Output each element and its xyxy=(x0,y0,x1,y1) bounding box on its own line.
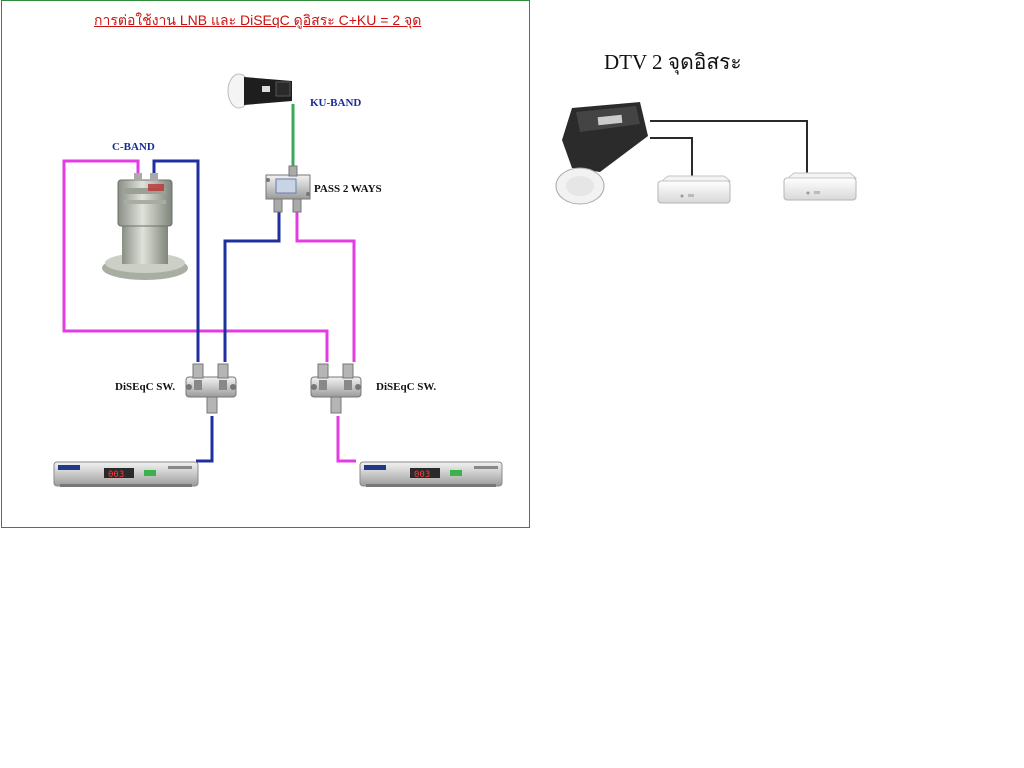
diagram-frame xyxy=(1,0,530,528)
ku-band-label: KU-BAND xyxy=(310,97,362,109)
set-top-box-icon xyxy=(657,175,732,204)
splitter-icon xyxy=(265,165,311,213)
wire-split-magenta xyxy=(295,212,356,362)
dtv-lnb-icon xyxy=(555,102,648,205)
diagram-title: การต่อใช้งาน LNB และ DiSEqC ดูอิสระ C+KU… xyxy=(94,12,422,28)
satellite-receiver-icon: 003 xyxy=(53,461,199,487)
satellite-receiver-icon: 003 xyxy=(359,461,503,487)
wires xyxy=(62,104,356,463)
set-top-box-icon xyxy=(783,172,858,201)
splitter-label: PASS 2 WAYS xyxy=(314,183,382,195)
c-band-label: C-BAND xyxy=(112,141,155,153)
diseqc-switch-icon xyxy=(310,363,362,414)
diseqc-switch-icon xyxy=(185,363,237,414)
wire-c-magenta xyxy=(62,159,329,362)
diseqc-left-label: DiSEqC SW. xyxy=(115,381,176,393)
wire-split-blue xyxy=(223,212,281,362)
wire-c-blue xyxy=(152,159,200,362)
wire-sw-left-out xyxy=(196,416,214,463)
wire-sw-right-out xyxy=(336,416,356,463)
dtv-wires xyxy=(650,120,808,182)
c-band-lnb-icon xyxy=(102,173,188,280)
receiver-display: 003 xyxy=(414,470,430,480)
diseqc-right-label: DiSEqC SW. xyxy=(376,381,437,393)
dtv-title: DTV 2 จุดอิสระ xyxy=(604,50,742,74)
ku-lnb-icon xyxy=(227,73,292,109)
receiver-display: 003 xyxy=(108,470,124,480)
